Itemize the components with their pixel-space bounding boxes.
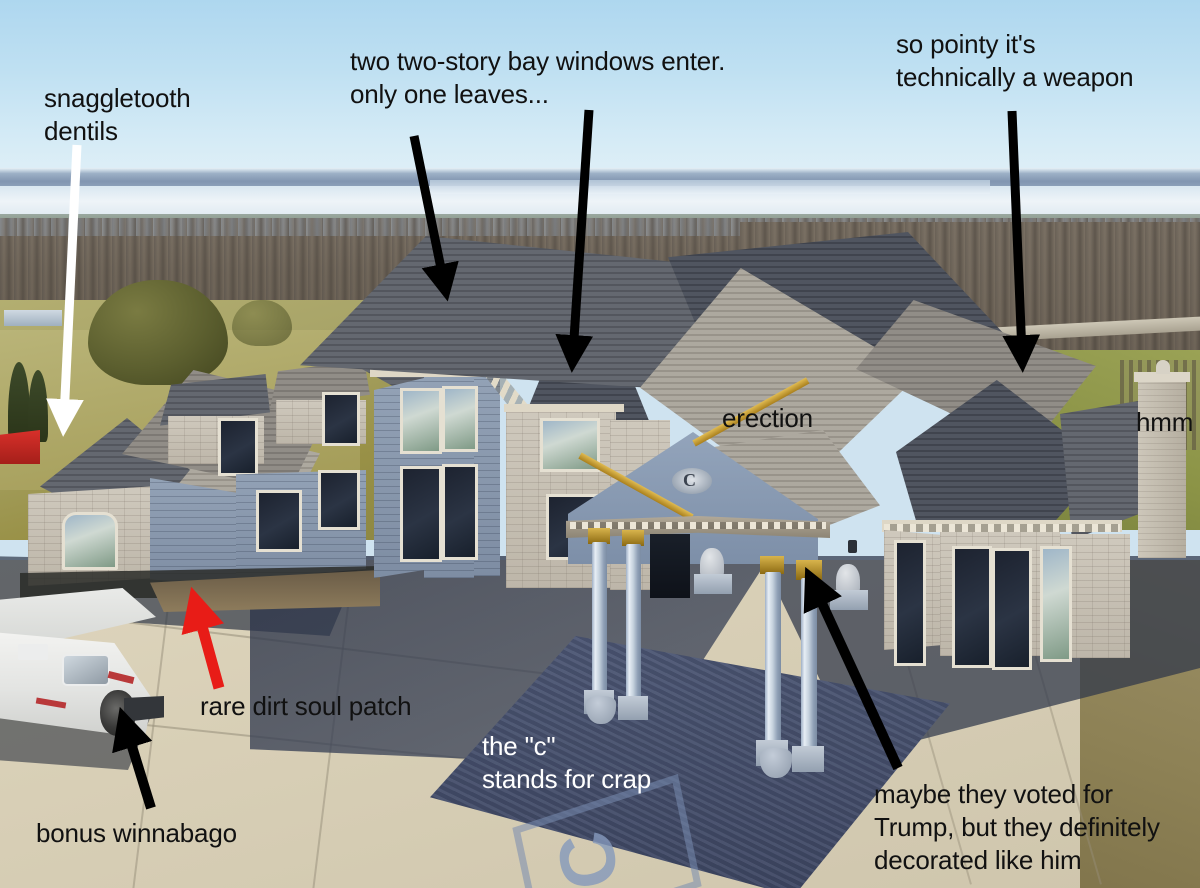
window-left-1 [256,490,302,552]
entry-doorway [650,534,690,598]
bare-tree-small [232,300,292,346]
rv-vent [18,644,48,660]
pond-far-left [4,310,62,326]
annotation-snaggletooth-dentils: snaggletooth dentils [44,83,191,146]
red-vehicle [0,430,40,464]
portico-dentils [570,522,826,529]
column-4 [801,578,817,748]
conifer-left-2 [28,370,48,442]
large-tree [88,280,228,385]
annotation-the-c-stands-for-crap: the "c" stands for crap [482,731,651,794]
turret-window-2 [952,546,992,668]
dormer-window-2 [322,392,360,446]
annotation-erection: erection [722,403,813,433]
chimney [1138,378,1186,558]
bay-left-window-lower-b [442,464,478,560]
capital-1 [588,528,610,544]
carriage-lamp [848,540,857,553]
rv-rear-window [62,654,110,686]
dormer-window-1 [218,418,258,476]
monogram-crest [672,468,712,494]
annotation-rare-dirt-soul-patch: rare dirt soul patch [200,691,412,721]
chimney-vent [1156,360,1170,374]
annotation-hmm: hmm [1136,407,1194,437]
conifer-left [8,362,30,440]
sky [0,0,1200,200]
bay-left-window-upper-a [400,388,442,454]
window-left-2 [318,470,360,530]
capital-4 [796,560,822,580]
annotation-voted-for-trump: maybe they voted for Trump, but they def… [874,779,1160,875]
lion-pedestal-2 [830,590,868,610]
lion-pedestal-1 [694,574,732,594]
turret-window-1 [894,540,926,666]
urn-1 [586,696,616,724]
chimney-cap [1134,372,1190,382]
column-2 [626,544,641,698]
bay-left-face-c [474,376,500,576]
capital-3 [760,556,784,574]
monogram-letter: C [683,470,696,490]
annotation-bonus-winnabago: bonus winnabago [36,818,237,848]
lake-far-band [430,180,990,194]
turret-window-4 [1040,546,1072,662]
bay-left-window-lower-a [400,466,442,562]
bay-left-window-upper-b [442,386,478,452]
bay-right-cornice [504,404,624,412]
turret-window-3 [992,548,1032,670]
turret-dentils [884,524,1120,532]
column-1 [592,542,607,692]
plinth-4 [792,746,824,772]
capital-2 [622,530,644,546]
urn-2 [760,748,792,778]
annotation-bay-windows: two two-story bay windows enter. only on… [350,46,726,109]
annotation-so-pointy: so pointy it's technically a weapon [896,29,1134,92]
window-left-arched [62,512,118,570]
column-3 [765,572,781,742]
lion-statue-1 [700,548,724,578]
plinth-2 [618,696,648,720]
